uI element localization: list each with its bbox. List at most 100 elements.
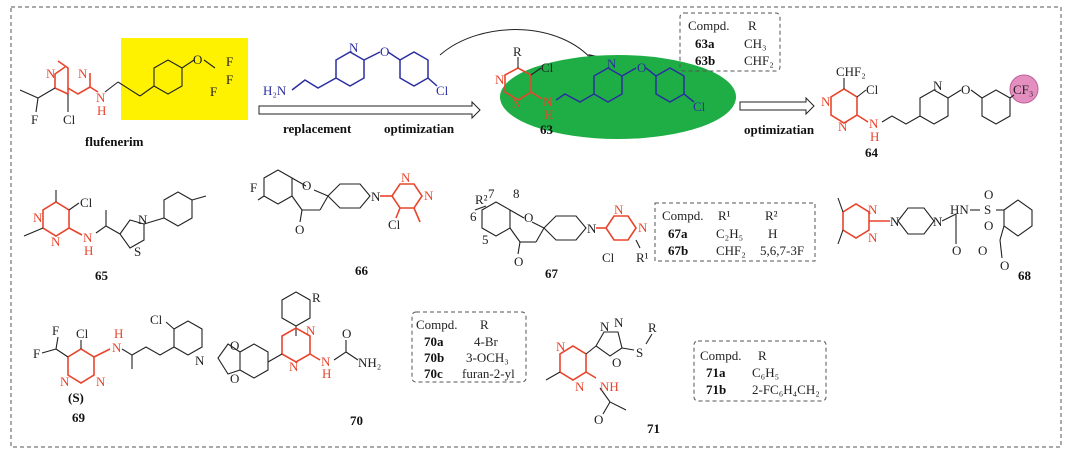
compound-71: N N N N O S R NH O 71 <box>545 315 660 436</box>
outer-frame <box>10 6 1062 448</box>
table-cell: 67a <box>668 226 688 241</box>
atom-O: O <box>612 355 621 370</box>
atom-N: N <box>512 96 522 111</box>
atom-N: N <box>869 116 879 131</box>
table-cell: 2-FC₆H₄CH₂ <box>752 382 820 397</box>
atom-N: N <box>138 212 148 227</box>
table-cell: 71b <box>706 382 726 397</box>
atom-O: O <box>230 338 239 353</box>
position-5: 5 <box>482 232 489 247</box>
atom-N: N <box>60 374 70 389</box>
atom-N: N <box>96 90 106 105</box>
table-cell: H <box>768 226 777 241</box>
atom-N: N <box>306 323 316 338</box>
atom-R: R <box>513 44 522 59</box>
compound-label: 67 <box>545 266 559 281</box>
atom-N: N <box>933 214 943 229</box>
compound-label: flufenerim <box>85 134 144 149</box>
atom-O: O <box>961 82 970 97</box>
table-70: Compd. R 70a 4-Br 70b 3-OCH₃ 70c furan-2… <box>411 311 527 383</box>
position-7: 7 <box>488 186 495 201</box>
atom-N: N <box>587 221 597 236</box>
table-cell: 63a <box>695 36 715 51</box>
compound-label: 63 <box>540 122 554 137</box>
table-cell: 70c <box>424 366 443 381</box>
atom-Cl: Cl <box>541 60 554 75</box>
stereo-label: (S) <box>68 390 84 405</box>
table-cell: C₂H₅ <box>716 226 743 241</box>
atom-Cl: Cl <box>436 83 449 98</box>
atom-F: F <box>33 346 40 361</box>
compound-64: CHF₂ Cl N N N H N O CF₃ 64 <box>821 64 1039 160</box>
arrow-label-optimization: optimizatian <box>744 122 815 137</box>
atom-N: N <box>96 374 106 389</box>
atom-N: N <box>600 319 610 334</box>
atom-H: H <box>114 326 123 341</box>
atom-N: N <box>821 94 831 109</box>
curved-arrow <box>439 29 595 63</box>
compound-label: 65 <box>95 268 109 283</box>
compound-70: R N N N H O NH₂ O O 70 <box>217 290 381 428</box>
atom-H: H <box>870 129 879 144</box>
compound-69: F F Cl H N N N Cl N (S) 69 <box>33 312 205 425</box>
atom-O: O <box>230 371 239 386</box>
table-71: Compd. R 71a C₆H₅ 71b 2-FC₆H₄CH₂ <box>693 340 827 402</box>
atom-N: N <box>289 359 299 374</box>
atom-N: N <box>607 56 617 71</box>
table-67: Compd. R¹ R² 67a C₂H₅ H 67b CHF₂ 5,6,7-3… <box>654 202 816 262</box>
atom-N: N <box>638 220 648 235</box>
compound-65: Cl N N N H N S 65 <box>23 190 207 283</box>
atom-R: R <box>312 290 321 305</box>
atom-CHF2: CHF₂ <box>836 64 866 79</box>
arrow-optimization[interactable]: optimizatian <box>739 96 815 137</box>
compound-label: 64 <box>865 145 879 160</box>
atom-R: R <box>648 320 657 335</box>
table-cell: C₆H₅ <box>752 365 779 380</box>
compound-68: N N N N HN S O O O O O 68 <box>837 187 1033 283</box>
arrow-label-replacement: replacement <box>283 121 352 136</box>
atom-O: O <box>978 243 987 258</box>
atom-Cl: Cl <box>80 195 93 210</box>
atom-H2N: H₂N <box>263 83 287 98</box>
table-cell: 5,6,7-3F <box>760 243 804 258</box>
atom-Cl: Cl <box>76 326 89 341</box>
atom-F: F <box>226 72 233 87</box>
atom-R1: R¹ <box>636 250 649 265</box>
table-cell: 63b <box>695 53 715 68</box>
atom-O: O <box>594 412 603 427</box>
table-cell: CHF₂ <box>744 53 774 68</box>
amine-fragment: H₂N N O Cl <box>263 40 449 98</box>
atom-Cl: Cl <box>602 250 615 265</box>
table-cell: 70b <box>424 350 444 365</box>
atom-F: F <box>210 84 217 99</box>
atom-N: N <box>424 188 434 203</box>
atom-Cl: Cl <box>63 112 76 127</box>
atom-O: O <box>342 326 351 341</box>
table-cell: CHF₂ <box>716 243 746 258</box>
table-header: R <box>748 18 757 33</box>
atom-N: N <box>868 230 878 245</box>
atom-CF3: CF₃ <box>1013 82 1033 97</box>
table-header: Compd. <box>662 208 704 223</box>
atom-H: H <box>544 107 553 122</box>
compound-63: R Cl N N N H N O Cl 63 <box>495 44 736 139</box>
compound-label: 66 <box>355 263 369 278</box>
arrow-replacement[interactable]: replacement optimizatian <box>258 100 481 136</box>
atom-Cl: Cl <box>693 99 706 114</box>
compound-label: 71 <box>647 421 660 436</box>
table-header: Compd. <box>416 317 458 332</box>
atom-F: F <box>31 112 38 127</box>
atom-N: N <box>321 354 331 369</box>
pink-highlight <box>1009 74 1039 104</box>
atom-O: O <box>984 187 993 202</box>
compound-label: 70 <box>350 413 363 428</box>
arrow-label-optimization: optimizatian <box>384 121 455 136</box>
atom-N: N <box>890 214 900 229</box>
atom-N: N <box>575 379 585 394</box>
atom-N: N <box>543 94 553 109</box>
table-cell: 67b <box>668 243 688 258</box>
table-63: Compd. R 63a CH₃ 63b CHF₂ <box>679 12 781 72</box>
atom-O: O <box>1000 258 1009 273</box>
atom-N: N <box>371 189 381 204</box>
